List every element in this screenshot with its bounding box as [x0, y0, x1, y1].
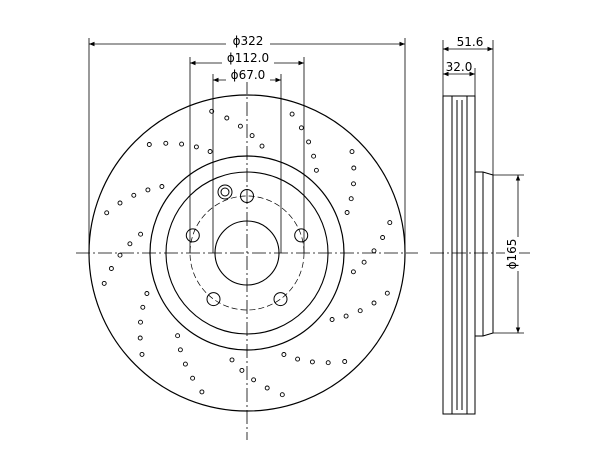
disc-side-view — [442, 95, 494, 415]
drill-hole — [311, 153, 317, 159]
drill-hole — [387, 220, 393, 226]
drill-hole — [249, 133, 255, 139]
drill-hole — [259, 143, 265, 149]
drill-hole — [224, 115, 230, 121]
drill-hole — [199, 389, 205, 395]
drill-hole — [251, 377, 257, 383]
bolt-hole — [206, 292, 221, 307]
drill-hole — [229, 357, 235, 363]
drill-hole — [117, 252, 123, 258]
drill-hole — [371, 248, 377, 254]
drill-hole — [209, 108, 215, 114]
drill-hole — [140, 304, 146, 310]
label-disc-thickness: 32.0 — [446, 60, 473, 74]
drill-hole — [179, 141, 185, 147]
drill-hole — [137, 335, 143, 341]
drill-hole — [117, 200, 123, 206]
drill-hole — [357, 308, 363, 314]
drill-hole — [349, 149, 355, 155]
drill-hole — [351, 165, 357, 171]
drill-hole — [101, 280, 107, 286]
drill-hole — [163, 140, 169, 146]
drill-hole — [371, 300, 377, 306]
drill-hole — [127, 241, 133, 247]
locator-hole — [217, 184, 233, 200]
drill-hole — [279, 392, 285, 398]
bolt-hole — [185, 228, 200, 243]
drill-hole — [159, 184, 165, 189]
label-total-height: 51.6 — [457, 35, 484, 49]
diameter-dimensions — [88, 38, 406, 253]
drill-hole — [298, 125, 304, 131]
drill-hole — [325, 360, 331, 366]
drill-hole — [342, 359, 348, 364]
drill-hole — [237, 123, 243, 129]
drill-hole — [351, 181, 356, 187]
bolt-hole — [240, 189, 254, 203]
drill-hole — [295, 356, 301, 362]
label-center-bore-diameter: ϕ67.0 — [231, 68, 266, 82]
drill-hole — [207, 149, 213, 154]
center-bore — [214, 220, 280, 286]
drill-hole — [193, 144, 199, 150]
label-hat-diameter: ϕ165 — [505, 239, 519, 270]
drill-hole — [239, 367, 245, 373]
locator-hole-inner — [220, 187, 230, 197]
bolt-hole — [273, 292, 288, 307]
drill-hole — [138, 231, 144, 237]
drill-hole — [138, 319, 143, 325]
drill-hole — [131, 192, 137, 198]
bolt-holes — [185, 189, 309, 307]
drill-hole — [182, 361, 188, 367]
drill-hole — [175, 333, 181, 339]
drill-hole — [190, 375, 196, 381]
drill-hole — [309, 359, 315, 365]
locator-hole-outer — [217, 184, 233, 200]
drill-hole — [313, 167, 319, 173]
drill-hole — [139, 351, 145, 357]
hat-outer-edge — [149, 155, 345, 351]
drill-hole — [384, 290, 390, 296]
drill-hole — [380, 235, 386, 240]
cross-drilled-holes — [101, 108, 393, 398]
hat-inner-edge — [165, 171, 329, 335]
drill-hole — [264, 385, 270, 391]
drill-hole — [289, 111, 295, 117]
bolt-hole — [294, 228, 309, 243]
drill-hole — [350, 269, 356, 275]
drill-hole — [329, 317, 335, 322]
label-bolt-circle-diameter: ϕ112.0 — [227, 51, 269, 65]
drill-hole — [361, 259, 367, 265]
drill-hole — [343, 313, 349, 319]
drill-hole — [344, 210, 350, 215]
drill-hole — [348, 196, 354, 202]
drill-hole — [281, 352, 287, 357]
label-outer-diameter: ϕ322 — [233, 34, 264, 48]
drill-hole — [145, 187, 151, 193]
side-profile-outline — [442, 95, 494, 415]
drill-hole — [146, 142, 152, 147]
drill-hole — [104, 210, 110, 216]
drill-hole — [177, 347, 183, 353]
side-dimensions — [442, 40, 524, 334]
drill-hole — [108, 266, 114, 271]
drill-hole — [144, 291, 150, 296]
drill-hole — [306, 139, 312, 145]
